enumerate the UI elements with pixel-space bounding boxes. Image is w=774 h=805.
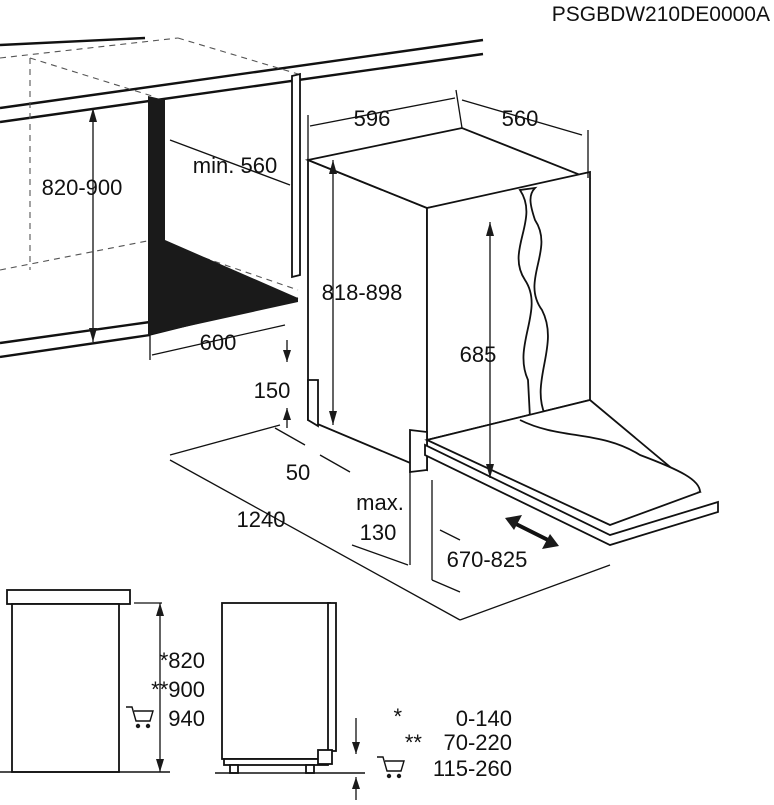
appliance-body xyxy=(304,127,592,474)
model-code: PSGBDW210DE0000A xyxy=(552,3,770,26)
cart-icon-2 xyxy=(377,756,405,779)
table-value-3: 115-260 xyxy=(433,756,512,781)
dim-max-label: max. xyxy=(356,490,404,515)
small-label-1: *820 xyxy=(160,648,205,673)
small-label-3: 940 xyxy=(168,706,205,731)
dim-door-opening: 670-825 xyxy=(447,547,528,572)
dim-plinth-height: 150 xyxy=(254,378,291,403)
side-view-cabinet xyxy=(0,589,170,773)
dim-door-height: 685 xyxy=(460,342,497,367)
dim-appliance-height: 818-898 xyxy=(322,280,403,305)
table-marker-1: * xyxy=(393,704,402,729)
dim-plinth-gap: 50 xyxy=(286,460,310,485)
small-label-2: **900 xyxy=(151,677,205,702)
table-value-2: 70-220 xyxy=(443,730,512,755)
niche-side-wall xyxy=(148,72,301,335)
dim-max-value: 130 xyxy=(360,520,397,545)
dim-min-niche-depth: min. 560 xyxy=(193,153,277,178)
dim-niche-height: 820-900 xyxy=(42,175,123,200)
cart-icon xyxy=(126,706,154,729)
table-marker-2: ** xyxy=(405,730,423,755)
dim-niche-width: 600 xyxy=(200,330,237,355)
dim-cabinet-depth: 596 xyxy=(354,106,391,131)
side-view-appliance xyxy=(215,602,365,800)
dim-total-depth: 1240 xyxy=(237,507,286,532)
dimension-lines xyxy=(89,89,611,621)
dim-appliance-depth: 560 xyxy=(502,106,539,131)
table-value-1: 0-140 xyxy=(456,706,512,731)
open-door xyxy=(424,399,719,546)
double-arrow-icon xyxy=(505,515,559,549)
